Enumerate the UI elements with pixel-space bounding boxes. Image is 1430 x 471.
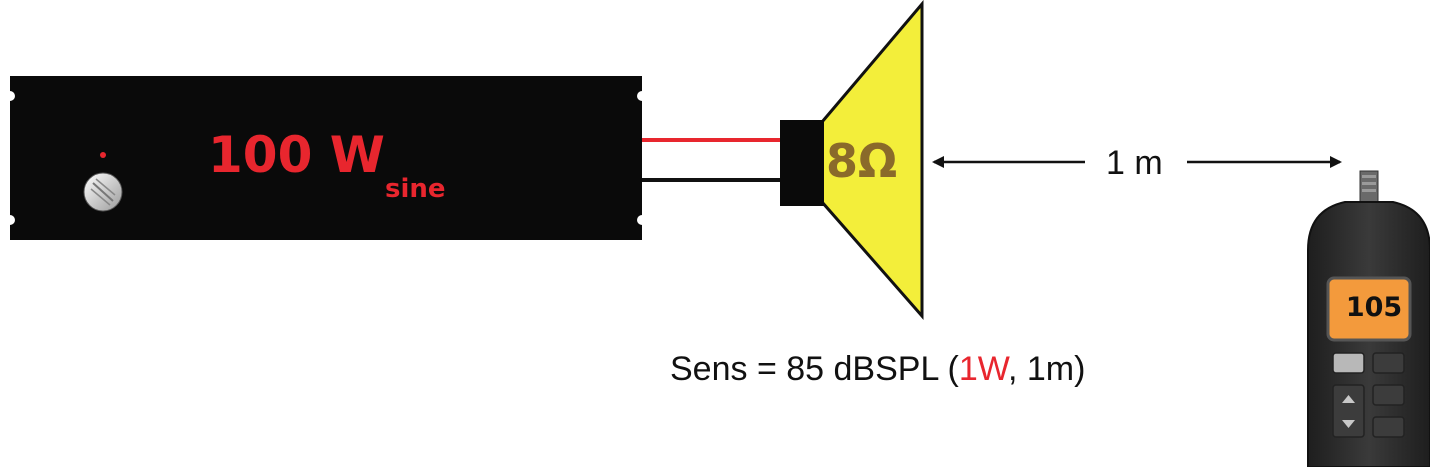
sound-level-meter (1307, 170, 1430, 468)
amplifier-power-subscript: sine (385, 174, 446, 204)
meter-display (1326, 276, 1412, 342)
rack-hole-icon (5, 215, 15, 225)
sensitivity-label: Sens = 85 dBSPL (1W, 1m) (670, 352, 1085, 386)
sensitivity-prefix: Sens = 85 dBSPL ( (670, 350, 959, 388)
amplifier (5, 76, 647, 240)
power-led-icon (100, 152, 106, 158)
meter-button (1332, 352, 1365, 374)
speaker (780, 0, 924, 320)
sensitivity-suffix: , 1m) (1008, 350, 1086, 388)
amplifier-power-label: 100 W (208, 126, 385, 184)
distance-label: 1 m (1106, 144, 1163, 182)
meter-button (1372, 352, 1405, 374)
down-arrow-icon (1342, 420, 1355, 428)
meter-button (1372, 416, 1405, 438)
rack-hole-icon (637, 91, 647, 101)
rack-hole-icon (5, 91, 15, 101)
rack-hole-icon (637, 215, 647, 225)
amplifier-body (10, 76, 642, 240)
up-arrow-icon (1342, 395, 1355, 403)
speaker-magnet (780, 120, 824, 206)
volume-knob-icon (83, 172, 123, 212)
meter-reading: 105 (1345, 292, 1403, 323)
sensitivity-power: 1W (958, 350, 1008, 388)
meter-button (1372, 384, 1405, 406)
speaker-impedance-label: 8Ω (826, 134, 898, 188)
meter-arrow-pad (1332, 384, 1365, 438)
